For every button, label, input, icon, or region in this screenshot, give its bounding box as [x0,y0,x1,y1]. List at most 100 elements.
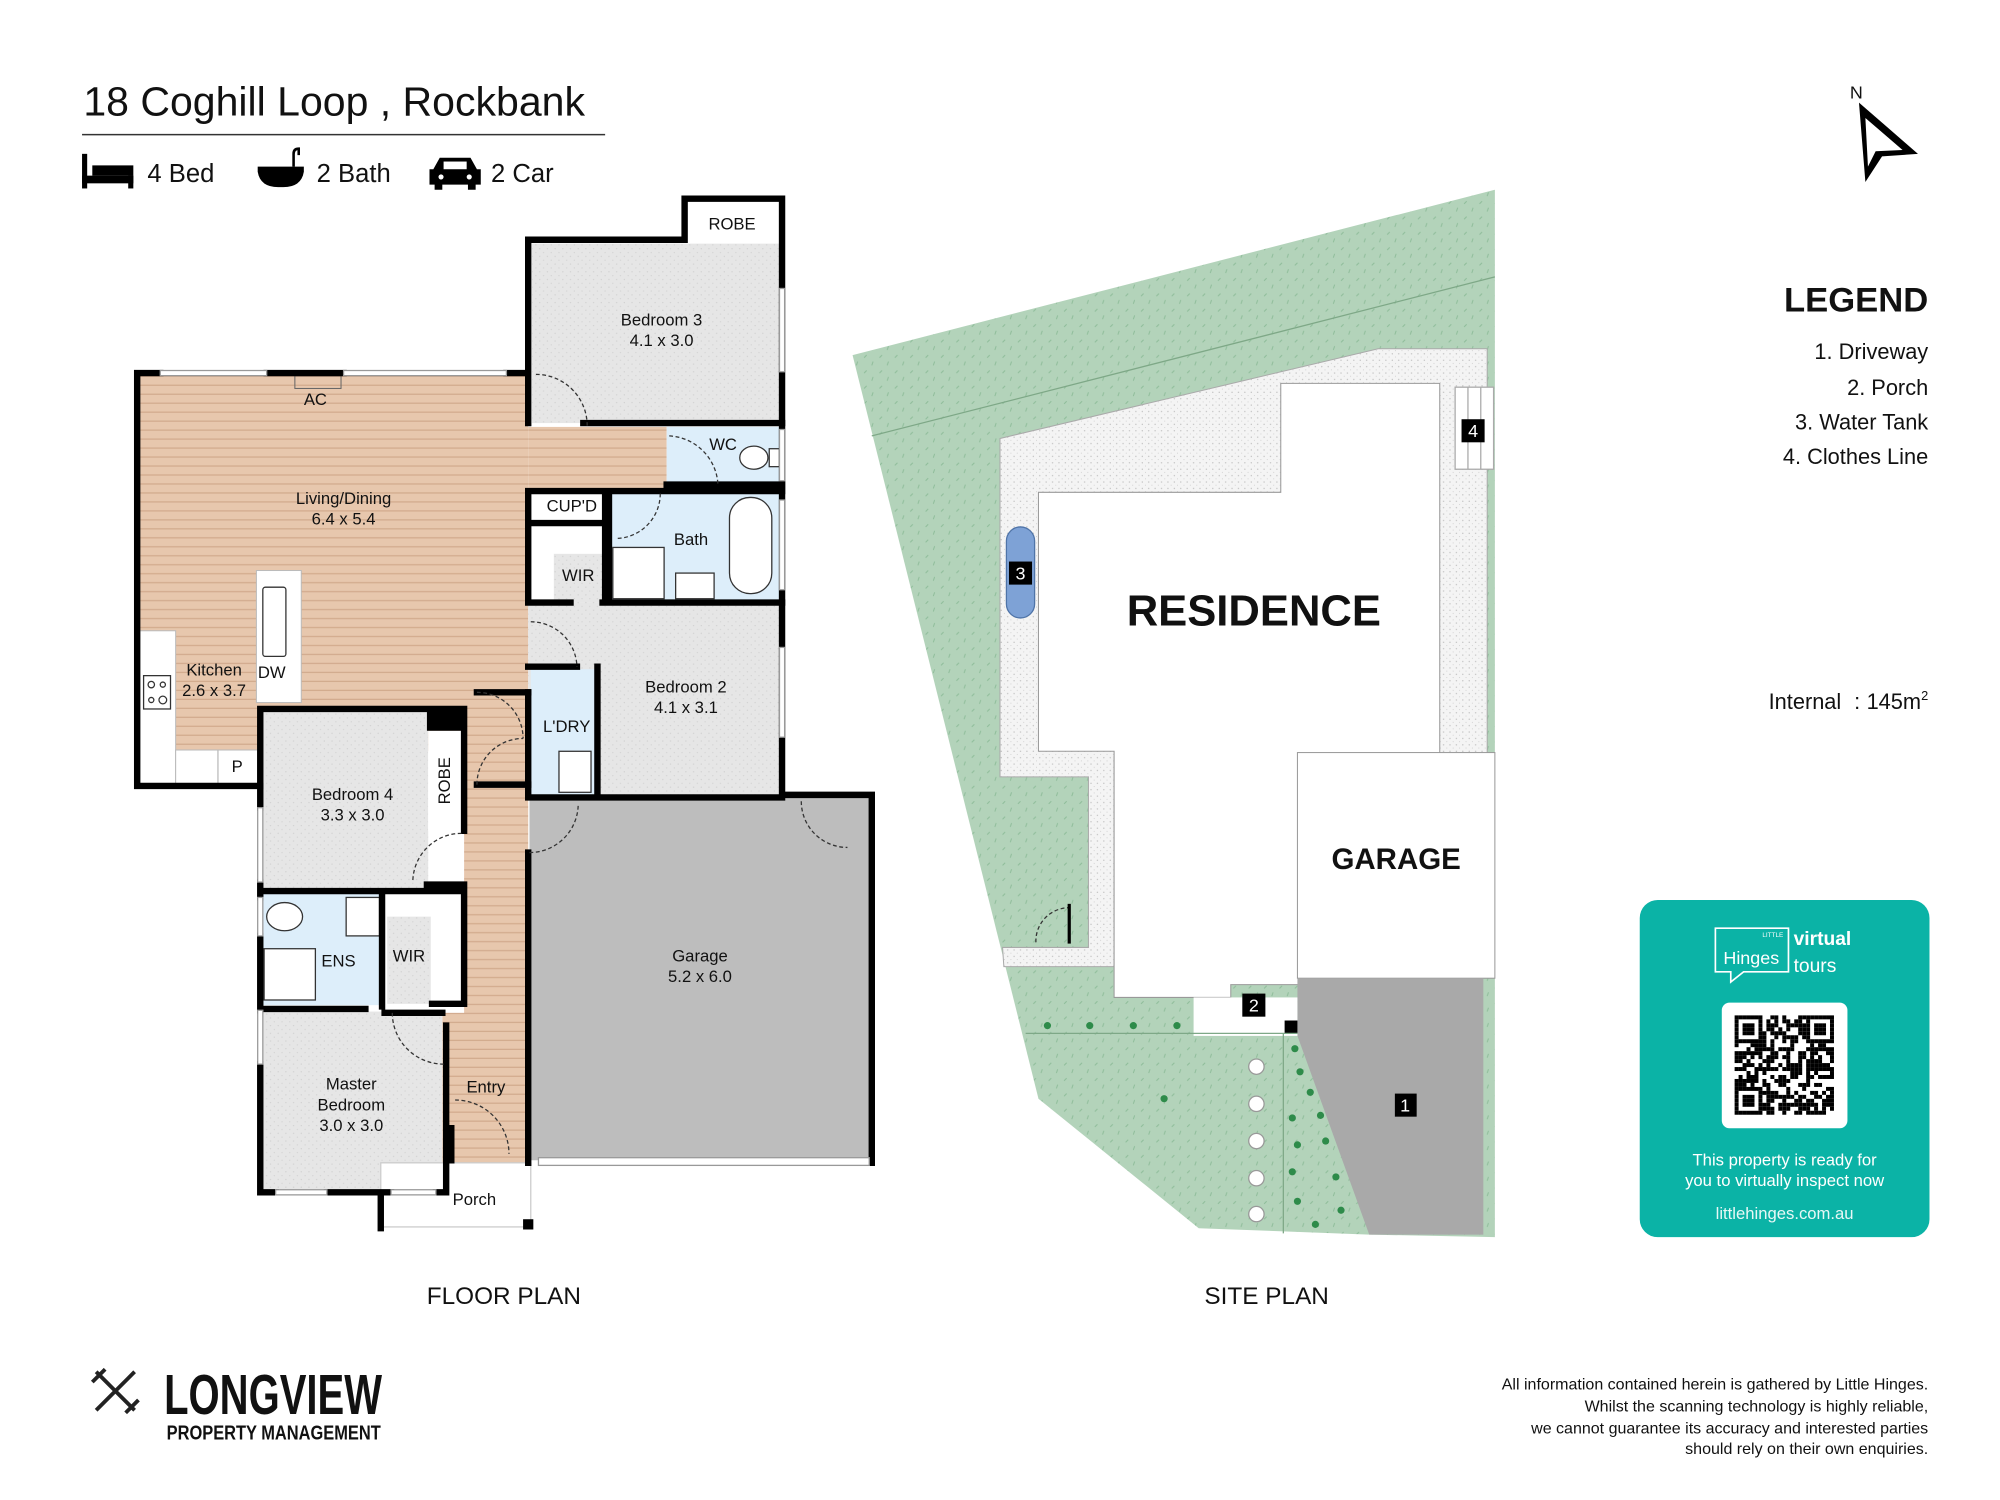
bedroom3-floor [532,243,781,424]
shrub [1296,1068,1304,1076]
virtual-tour-card[interactable]: LITTLE Hinges virtual tours This propert… [1639,900,1930,1238]
bed-icon [82,153,134,189]
label-wc: WC [709,435,737,454]
marker-2: 2 [1242,993,1266,1017]
legend-title: LEGEND [1784,282,1928,320]
label-pantry: P [232,757,243,776]
label-robe-side: ROBE [435,757,454,804]
label-wir-lower: WIR [393,947,425,966]
svg-text:should rely on their own enqui: should rely on their own enquiries. [1685,1440,1928,1458]
label-master: Master [326,1075,377,1094]
svg-text:2: 2 [1249,996,1259,1016]
label-master-size: 3.0 x 3.0 [319,1116,383,1135]
label-garage: Garage [672,947,728,966]
master-floor [261,1011,443,1190]
bathtub-icon [257,147,304,188]
stepping-stone [1248,1095,1265,1113]
shrub [1311,1220,1319,1228]
floor-plan-caption: FLOOR PLAN [427,1283,581,1310]
shrub [1173,1022,1181,1030]
internal-area: Internal:145m2 [1769,688,1929,714]
shrub [1306,1088,1314,1096]
stepping-stone [1248,1058,1265,1075]
label-laundry: L'DRY [543,717,590,736]
label-bedroom3-size: 4.1 x 3.0 [630,331,694,350]
bedroom4-floor [261,710,429,889]
ensuite-vanity-icon [345,896,381,937]
label-bedroom3: Bedroom 3 [621,311,702,330]
vanity-icon [675,572,715,600]
marker-3: 3 [1008,561,1033,585]
ensuite-shower-icon [263,948,317,1001]
sink-icon [262,586,287,658]
site-plan: RESIDENCE GARAGE 1 2 3 4 [852,189,1496,1238]
toilet-icon [739,445,769,470]
promo-url[interactable]: littlehinges.com.au [1716,1204,1854,1223]
svg-text:N: N [1850,83,1863,103]
property-title: 18 Coghill Loop , Rockbank [83,78,585,124]
svg-text:we cannot guarantee its accura: we cannot guarantee its accuracy and int… [1530,1419,1928,1437]
feature-car: 2 Car [491,160,554,188]
svg-text:LITTLE: LITTLE [1762,932,1783,939]
label-ac: AC [304,390,327,409]
label-bath: Bath [674,530,708,549]
car-icon [429,157,481,190]
shower-icon [612,546,665,600]
shrub [1316,1111,1325,1119]
laundry-tub-icon [558,750,592,793]
label-robe: ROBE [708,214,755,233]
shrub [1086,1022,1094,1030]
site-plan-caption: SITE PLAN [1204,1283,1328,1310]
stepping-stone [1248,1205,1265,1223]
label-ens: ENS [321,952,355,971]
garage-door[interactable] [537,1157,870,1167]
header: 18 Coghill Loop , Rockbank 4 Bed 2 Bath … [82,78,606,190]
shrub [1293,1141,1302,1149]
entry-floor [464,692,529,1163]
floor-plan: ROBE Bedroom 3 4.1 x 3.0 AC WC Living/Di… [133,195,876,1232]
legend: LEGEND 1. Driveway 2. Porch 3. Water Tan… [1783,282,1928,470]
svg-text:3: 3 [1016,563,1026,583]
label-living: Living/Dining [296,489,391,508]
legend-item: 2. Porch [1847,375,1928,400]
hall-floor [528,426,667,489]
label-garage-size: 5.2 x 6.0 [668,967,732,986]
label-bedroom4-size: 3.3 x 3.0 [321,806,385,825]
ensuite-toilet-icon [266,901,304,932]
marker-1: 1 [1394,1093,1417,1117]
legend-item: 3. Water Tank [1795,409,1928,434]
legend-item: 4. Clothes Line [1783,444,1928,469]
svg-text:All information contained here: All information contained herein is gath… [1502,1376,1928,1394]
cooktop-icon [142,675,172,710]
shrub [1288,1168,1296,1176]
legend-item: 1. Driveway [1814,339,1928,364]
svg-text:tours: tours [1794,956,1837,977]
stepping-stone [1248,1132,1265,1150]
garage-footprint [1296,752,1496,979]
shrubs [1043,1022,1345,1228]
shrub [1337,1206,1345,1214]
svg-text:LONGVIEW: LONGVIEW [164,1363,382,1426]
label-bedroom4: Bedroom 4 [312,785,393,804]
shrub [1293,1197,1302,1205]
garage-site-label: GARAGE [1331,843,1460,876]
longview-logo: LONGVIEW PROPERTY MANAGEMENT [90,1363,383,1445]
shrub [1129,1022,1137,1030]
svg-text:PROPERTY MANAGEMENT: PROPERTY MANAGEMENT [167,1422,381,1445]
stepping-stones [1248,1058,1265,1223]
garage-floor [529,797,871,1161]
label-wir: WIR [562,566,594,585]
label-kitchen: Kitchen [186,661,242,680]
little-hinges-logo: LITTLE Hinges virtual tours [1714,927,1852,984]
promo-line1: This property is ready for [1693,1150,1878,1169]
residence-label: RESIDENCE [1127,588,1381,636]
shrub [1322,1137,1330,1145]
svg-text:Hinges: Hinges [1723,948,1779,968]
qr-code-icon[interactable] [1734,1015,1834,1115]
shrub [1291,1045,1299,1053]
bathtub-fixture [728,496,773,595]
shrub [1288,1114,1296,1122]
svg-text:virtual: virtual [1794,929,1852,950]
label-cupd: CUP'D [547,497,597,516]
